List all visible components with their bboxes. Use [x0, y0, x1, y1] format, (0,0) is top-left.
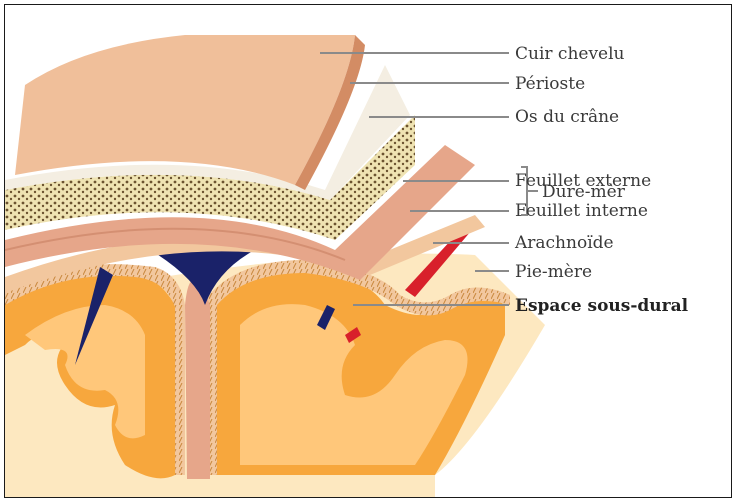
label-espace-sous-dural: Espace sous-dural: [515, 296, 689, 316]
label-perioste: Périoste: [515, 74, 585, 94]
scalp: [15, 35, 355, 185]
label-dure-mere: Dure-mèr: [542, 182, 626, 202]
label-cuir-chevelu: Cuir chevelu: [515, 44, 625, 64]
label-feuillet-interne: Feuillet interne: [515, 201, 648, 221]
meninges-anatomy-diagram: Cuir chevelu Périoste Os du crâne Feuill…: [5, 5, 732, 498]
label-arachnoide: Arachnoïde: [514, 233, 614, 253]
brain-block: [5, 254, 545, 498]
label-pie-mere: Pie-mère: [515, 262, 592, 282]
image-frame: Cuir chevelu Périoste Os du crâne Feuill…: [4, 4, 732, 498]
label-os-du-crane: Os du crâne: [515, 107, 619, 127]
